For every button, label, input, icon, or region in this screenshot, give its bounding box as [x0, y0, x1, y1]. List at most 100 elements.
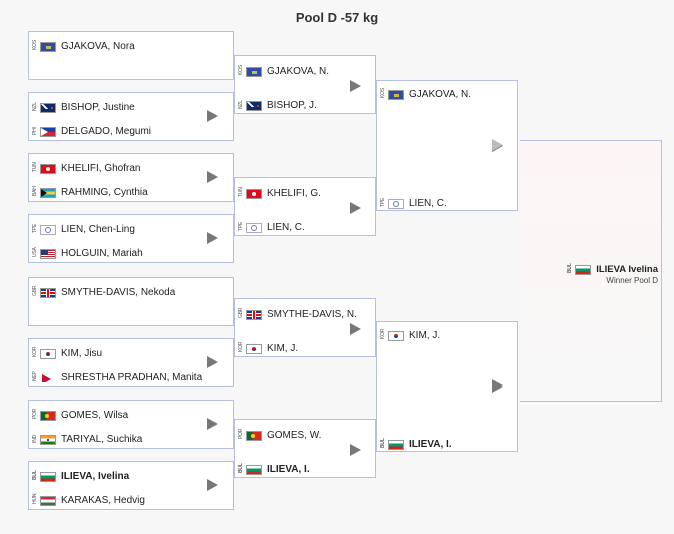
- athlete-row[interactable]: BUL ILIEVA, I.: [380, 437, 452, 453]
- country-code: KOR: [32, 346, 38, 357]
- athlete-name: GJAKOVA, Nora: [61, 41, 135, 52]
- flag-kos-icon: [40, 42, 56, 52]
- athlete-name: ILIEVA, I.: [267, 464, 310, 475]
- flag-tun-icon: [40, 164, 56, 174]
- country-code: KOR: [238, 341, 244, 352]
- athlete-name: SHRESTHA PRADHAN, Manita: [61, 372, 203, 383]
- athlete-row[interactable]: KOS GJAKOVA, N.: [238, 64, 329, 80]
- play-video-icon[interactable]: [350, 202, 361, 214]
- country-code: BUL: [380, 438, 386, 448]
- athlete-row[interactable]: BUL ILIEVA, Ivelina: [32, 469, 129, 485]
- pool-winner-label: Winner Pool D: [606, 276, 658, 285]
- play-video-icon[interactable]: [207, 171, 218, 183]
- country-code: POR: [238, 428, 244, 439]
- athlete-row[interactable]: KOR KIM, Jisu: [32, 346, 102, 362]
- pool-winner[interactable]: BUL ILIEVA Ivelina: [567, 262, 658, 275]
- country-code: BUL: [32, 470, 38, 480]
- athlete-row[interactable]: NZL BISHOP, Justine: [32, 100, 135, 116]
- country-code: KOS: [238, 65, 244, 75]
- flag-kos-icon: [246, 67, 262, 77]
- flag-gbr-icon: [246, 310, 262, 320]
- page-title: Pool D -57 kg: [295, 10, 379, 25]
- play-video-icon[interactable]: [207, 356, 218, 368]
- country-code: BUL: [567, 262, 574, 273]
- play-video-icon[interactable]: [207, 232, 218, 244]
- flag-kor-icon: [246, 344, 262, 354]
- athlete-name: TARIYAL, Suchika: [61, 434, 143, 445]
- country-code: TPE: [32, 223, 38, 233]
- athlete-name: GJAKOVA, N.: [267, 66, 330, 77]
- athlete-name: BISHOP, Justine: [61, 102, 135, 113]
- play-video-icon[interactable]: [207, 479, 218, 491]
- country-code: KOR: [380, 328, 386, 339]
- flag-bul-icon: [575, 264, 592, 275]
- athlete-row[interactable]: PHI DELGADO, Megumi: [32, 124, 151, 140]
- play-video-icon[interactable]: [492, 379, 503, 391]
- flag-tpe-icon: [388, 199, 404, 209]
- play-video-icon[interactable]: [350, 323, 361, 335]
- athlete-name: HOLGUIN, Mariah: [61, 248, 143, 259]
- athlete-name: KHELIFI, G.: [267, 188, 321, 199]
- flag-kor-icon: [388, 331, 404, 341]
- flag-kor-icon: [40, 349, 56, 359]
- athlete-row[interactable]: GBR SMYTHE-DAVIS, N.: [238, 307, 357, 323]
- play-video-icon[interactable]: [207, 110, 218, 122]
- athlete-name: BISHOP, J.: [267, 100, 317, 111]
- play-video-icon[interactable]: [350, 444, 361, 456]
- flag-bul-icon: [246, 465, 262, 475]
- flag-hun-icon: [40, 496, 56, 506]
- flag-nep-icon: [40, 373, 56, 383]
- athlete-row[interactable]: TUN KHELIFI, G.: [238, 186, 321, 202]
- athlete-name: LIEN, C.: [409, 198, 447, 209]
- athlete-row[interactable]: IND TARIYAL, Suchika: [32, 432, 142, 448]
- athlete-name: SMYTHE-DAVIS, N.: [267, 309, 357, 320]
- country-code: TUN: [32, 162, 38, 172]
- country-code: GBR: [32, 285, 38, 296]
- athlete-name: KHELIFI, Ghofran: [61, 163, 141, 174]
- country-code: IND: [32, 434, 38, 443]
- athlete-name: DELGADO, Megumi: [61, 126, 152, 137]
- athlete-row[interactable]: BAH RAHMING, Cynthia: [32, 185, 148, 201]
- athlete-row[interactable]: TUN KHELIFI, Ghofran: [32, 161, 140, 177]
- play-video-icon[interactable]: [207, 418, 218, 430]
- flag-tpe-icon: [40, 225, 56, 235]
- pool-winner-name: ILIEVA Ivelina: [596, 264, 658, 275]
- play-video-icon[interactable]: [492, 139, 503, 151]
- athlete-name: ILIEVA, I.: [409, 439, 452, 450]
- athlete-name: KIM, Jisu: [61, 348, 103, 359]
- country-code: PHI: [32, 127, 38, 135]
- athlete-name: ILIEVA, Ivelina: [61, 471, 130, 482]
- play-video-icon[interactable]: [350, 80, 361, 92]
- country-code: TUN: [238, 187, 244, 197]
- country-code: GBR: [238, 307, 244, 318]
- country-code: NZL: [32, 102, 38, 111]
- country-code: TPE: [238, 221, 244, 231]
- athlete-name: RAHMING, Cynthia: [61, 187, 148, 198]
- country-code: BAH: [32, 186, 38, 196]
- flag-nzl-icon: [246, 101, 262, 111]
- country-code: KOS: [380, 88, 386, 98]
- flag-nzl-icon: [40, 103, 56, 113]
- flag-gbr-icon: [40, 288, 56, 298]
